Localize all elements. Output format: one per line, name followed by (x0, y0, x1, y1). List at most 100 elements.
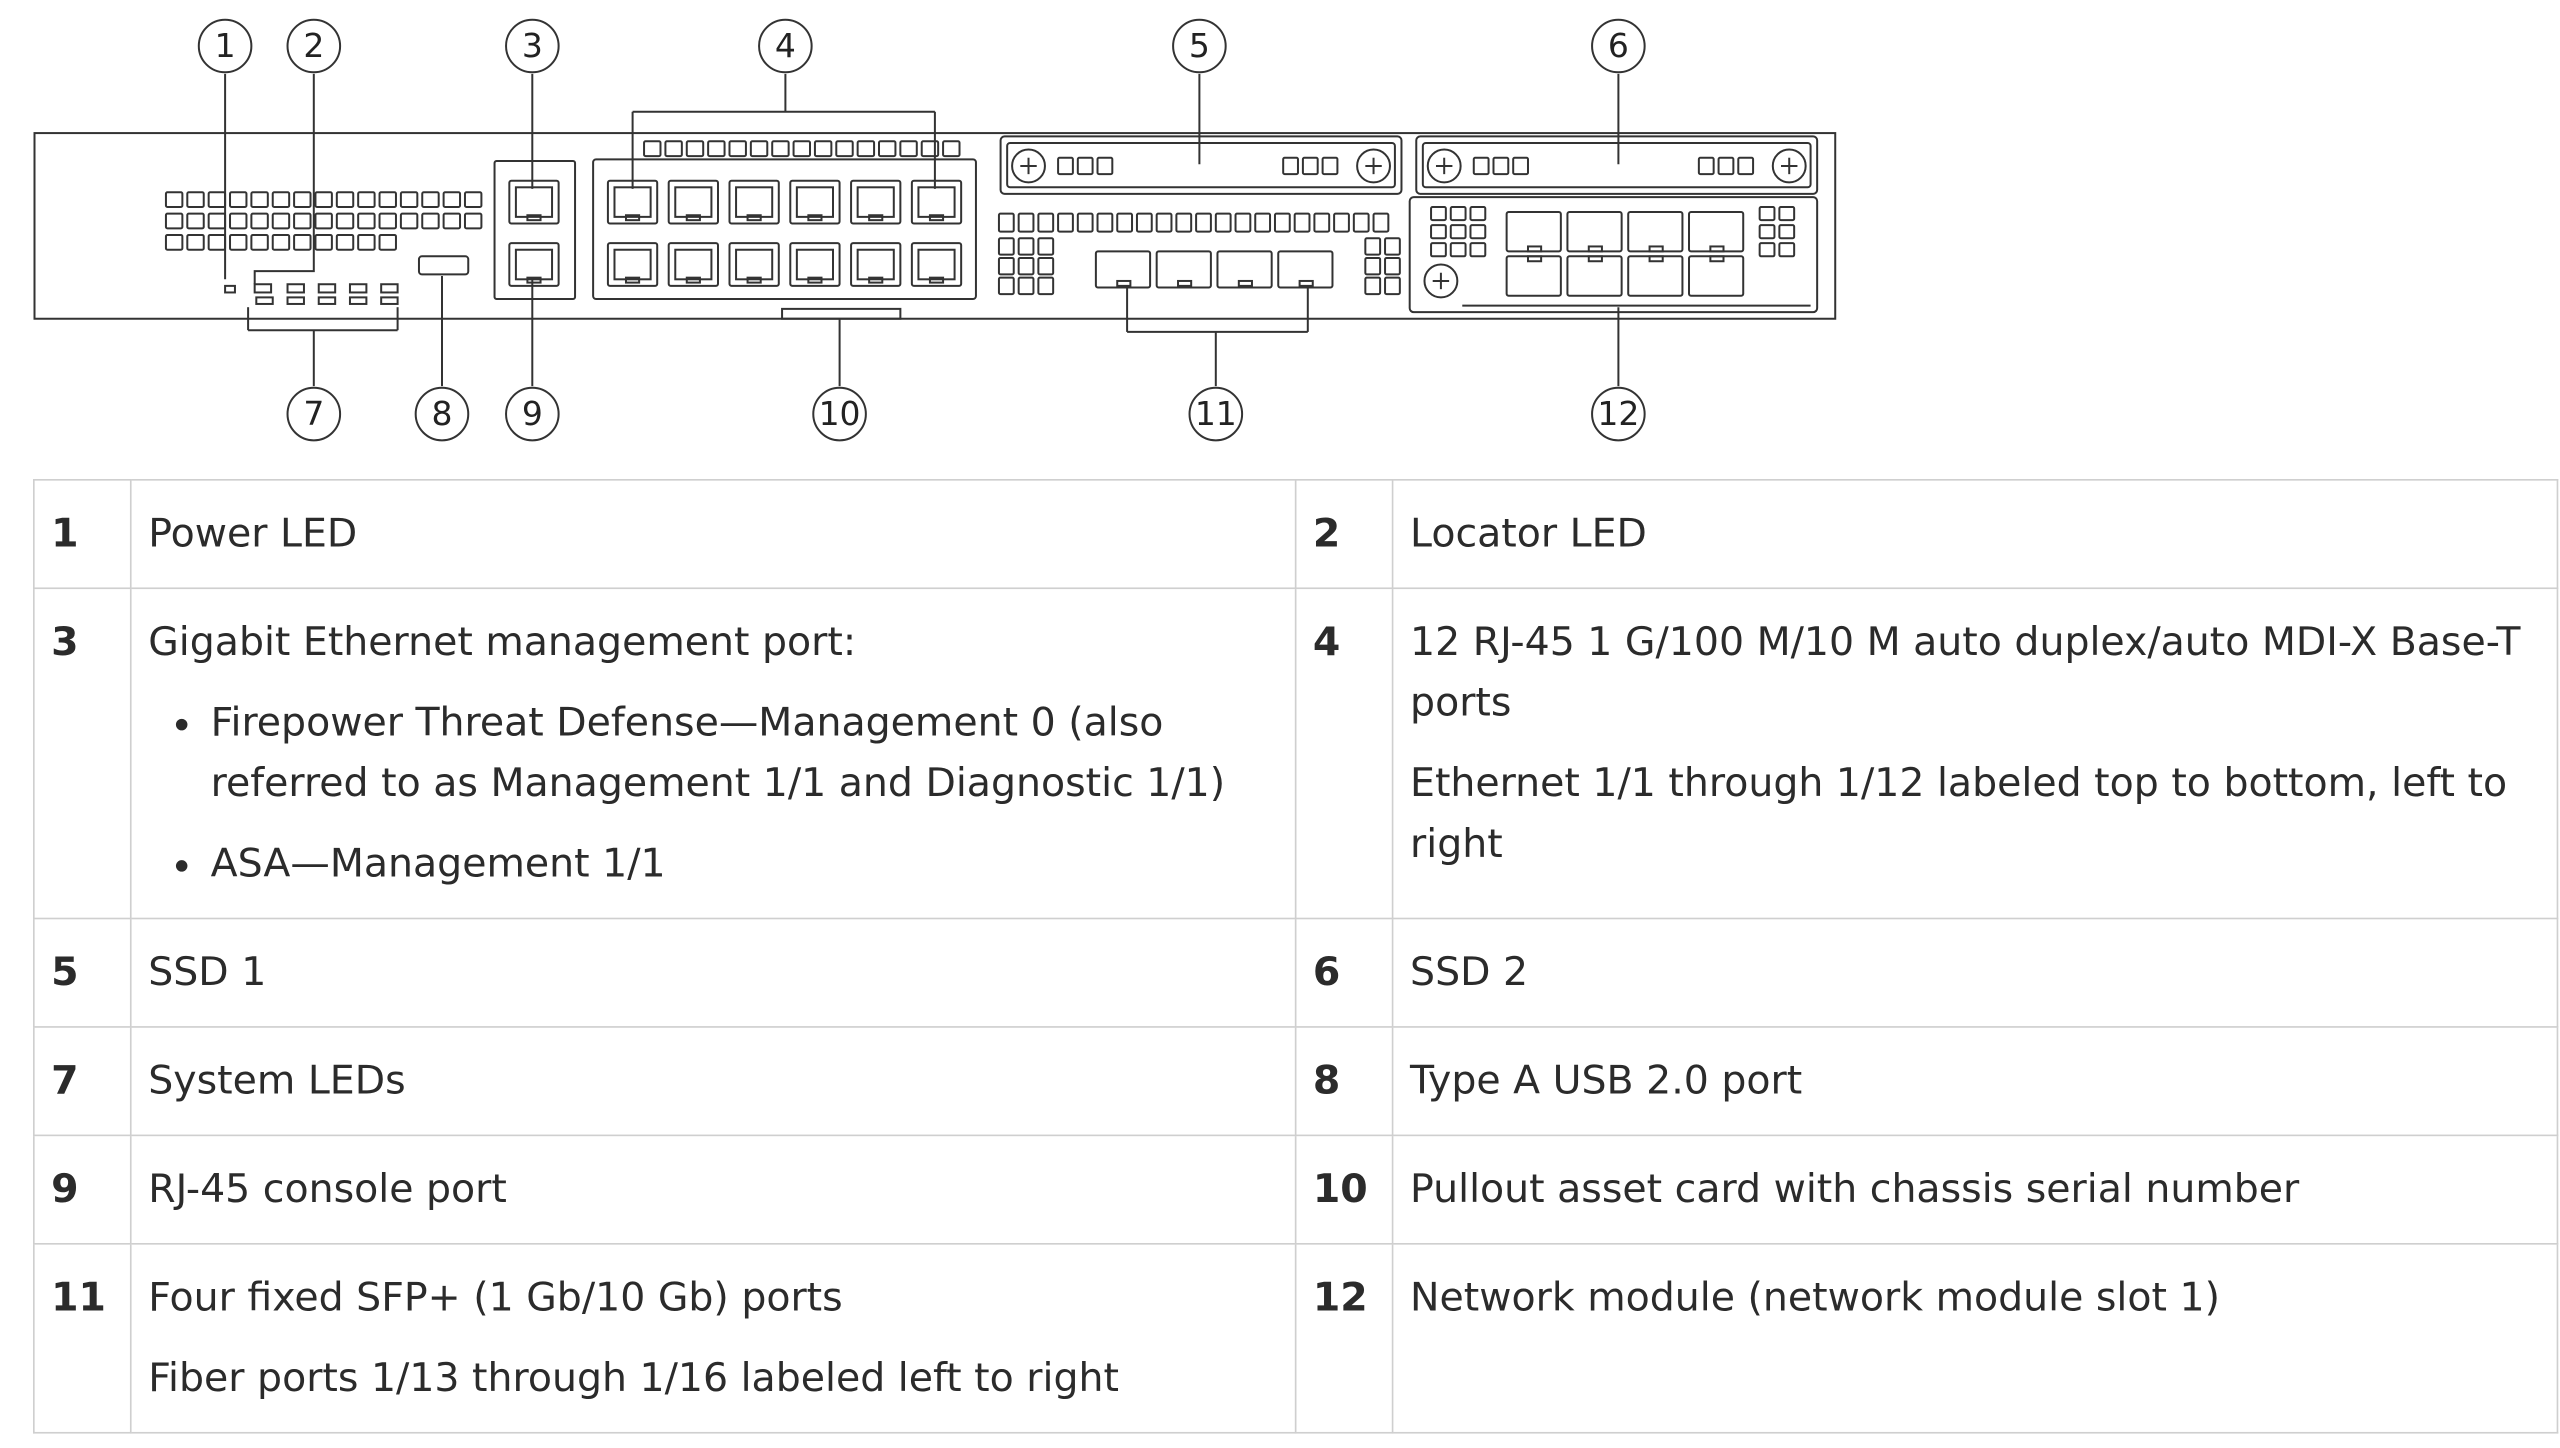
vent-slot (357, 212, 376, 230)
vent-slot (164, 233, 184, 251)
ethernet-port-jack (795, 186, 835, 218)
ethernet-port-clip (807, 276, 823, 284)
port-led (878, 140, 897, 158)
callout-circle (1591, 386, 1646, 442)
vent-slot (1017, 276, 1035, 296)
ssd-2-vent (1737, 156, 1755, 176)
vent-slot (1758, 224, 1776, 240)
ethernet-port-jack (674, 186, 713, 218)
vent-slot (1057, 212, 1074, 233)
legend-detail: Fiber ports 1/13 through 1/16 labeled le… (148, 1354, 1119, 1401)
sfp-port-latch (1298, 279, 1314, 287)
vent-slot (1430, 224, 1447, 240)
ssd-2-vent (1512, 156, 1529, 176)
callout-7: 7 (286, 386, 342, 442)
vent-slot (271, 212, 291, 230)
system-led (317, 296, 337, 305)
callout-5: 5 (1172, 18, 1227, 74)
leader-lines (224, 73, 1620, 387)
ssd-2-vent (1472, 156, 1490, 176)
callout-2: 2 (286, 18, 342, 74)
vent-slot (1333, 212, 1350, 233)
ssd-1-vent (1282, 156, 1299, 176)
vent-slot (1384, 237, 1401, 256)
callout-8: 8 (414, 386, 470, 442)
callout-circle (286, 386, 342, 442)
vent-slot (186, 191, 205, 209)
callout-circle (505, 18, 560, 74)
vent-slot (1449, 206, 1467, 222)
vent-slot (1273, 212, 1291, 233)
legend-item-number: 11 (32, 1242, 132, 1434)
ethernet-port-clip (807, 214, 823, 222)
vent-slot (229, 233, 248, 251)
legend-item-description: Type A USB 2.0 port (1391, 1026, 2559, 1137)
port-led (643, 140, 662, 158)
vent-slot (250, 233, 269, 251)
legend-number-text: 10 (1312, 1165, 1368, 1212)
vent-slot (997, 212, 1015, 233)
ethernet-port-clip (868, 276, 884, 284)
power-led (224, 284, 236, 294)
vent-slot (1364, 256, 1382, 276)
vent-slot (271, 233, 291, 251)
vent-slot (1254, 212, 1272, 233)
legend-item-description: Gigabit Ethernet management port:Firepow… (130, 587, 1297, 920)
legend-number-text: 1 (51, 510, 79, 557)
chassis-art (33, 132, 1837, 320)
ssd-2-vent (1492, 156, 1510, 176)
module-sfp-latch (1709, 245, 1725, 253)
vent-slot (1017, 212, 1035, 233)
callout-4: 4 (758, 18, 813, 74)
ssd-1-vent (1076, 156, 1094, 176)
legend-number-text: 5 (51, 948, 79, 995)
vent-slot (378, 212, 397, 230)
port-led (942, 140, 961, 158)
network-module-screw (1423, 263, 1459, 299)
vent-slot (1758, 206, 1776, 222)
legend-title: 12 RJ-45 1 G/100 M/10 M auto duplex/auto… (1410, 618, 2521, 726)
vent-slot (1449, 224, 1467, 240)
callout-number: 11 (1195, 394, 1237, 433)
vent-slot (1037, 256, 1055, 276)
vent-slot (1155, 212, 1173, 233)
system-led (348, 283, 368, 294)
usb-port (417, 255, 470, 276)
ssd-1-vent (1096, 156, 1114, 176)
legend-title: System LEDs (148, 1057, 406, 1104)
vent-slot (1195, 212, 1212, 233)
callout-circle (414, 386, 470, 442)
vent-slot (378, 191, 397, 209)
vent-slot (293, 233, 312, 251)
console-port (508, 242, 560, 287)
vent-slot (250, 191, 269, 209)
callout-9: 9 (505, 386, 560, 442)
legend-item-number: 12 (1294, 1242, 1394, 1434)
ethernet-port-clip (624, 214, 641, 222)
sfp-port-latch (1237, 279, 1253, 287)
vent-slot (1469, 242, 1487, 258)
callout-number: 1 (215, 26, 236, 65)
ethernet-port-jack (674, 248, 713, 281)
system-led (380, 283, 399, 294)
port-led (835, 140, 854, 158)
callout-10: 10 (812, 386, 867, 442)
callout-6: 6 (1591, 18, 1646, 74)
vent-slot (421, 191, 440, 209)
port-led (685, 140, 705, 158)
ethernet-port (667, 242, 719, 287)
console-port-clip (526, 276, 542, 284)
vent-slot (1037, 276, 1055, 296)
locator-led (253, 283, 273, 294)
callout-1: 1 (197, 18, 253, 74)
module-sfp-latch (1648, 255, 1664, 263)
vent-slot (314, 191, 333, 209)
system-led (286, 296, 305, 305)
sfp-port-latch (1177, 279, 1193, 287)
vent-slot (293, 191, 312, 209)
management-port (508, 179, 560, 225)
